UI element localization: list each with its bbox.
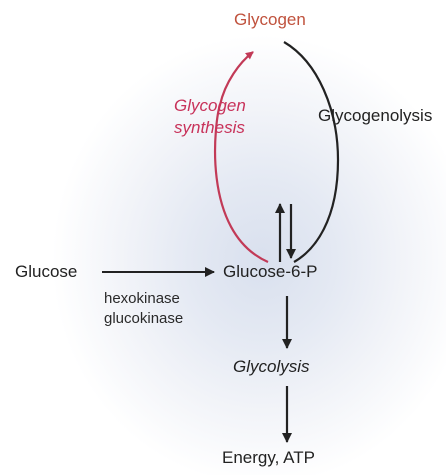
glycogen-synthesis-label-line1: Glycogen [174,96,246,115]
energy-atp-label: Energy, ATP [222,448,315,467]
glucokinase-label: glucokinase [104,310,184,327]
glycogen-synthesis-arc [214,51,269,264]
glycogen-synthesis-label-line2: synthesis [174,118,245,137]
glycogenolysis-label: Glycogenolysis [318,106,433,125]
glycogen-label: Glycogen [234,10,306,29]
glycogenolysis-arc [283,41,340,263]
glycolysis-label: Glycolysis [233,357,310,376]
glucose-label: Glucose [15,262,78,281]
hexokinase-label: hexokinase [104,290,180,307]
glucose-6-p-label: Glucose-6-P [223,262,318,281]
